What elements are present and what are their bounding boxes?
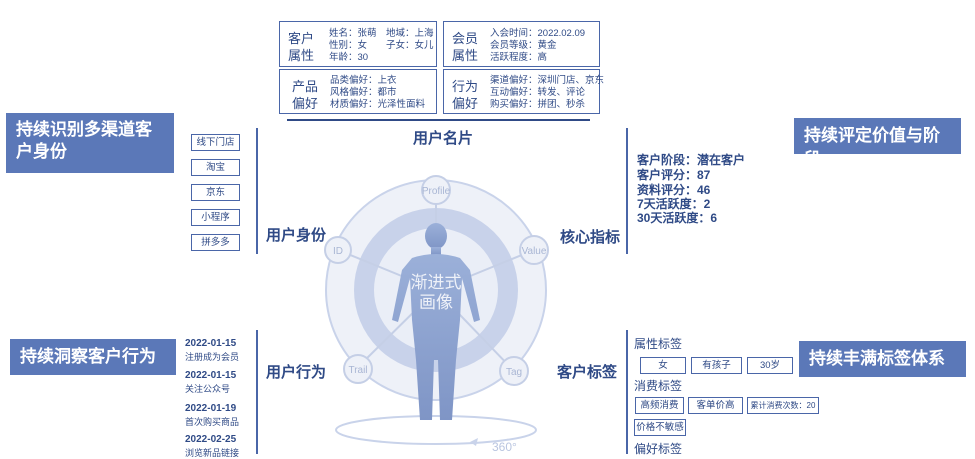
node-id-label: ID	[333, 246, 343, 257]
metric-item: 客户评分：87	[637, 168, 711, 182]
card-label: 行为偏好	[452, 79, 479, 111]
metric-item: 30天活跃度：6	[637, 211, 718, 225]
attr-tag-label: 属性标签	[634, 337, 683, 351]
card-member-attributes: 会员属性 入会时间：2022.02.09 会员等级：黄金 活跃程度：高	[443, 21, 600, 67]
card-title: 用户名片	[413, 130, 474, 147]
card-field-region: 地域：上海	[386, 28, 434, 39]
channel-chip: 拼多多	[191, 234, 240, 251]
card-field-join: 入会时间：2022.02.09	[490, 28, 586, 39]
card-field-material: 材质偏好：光泽性面料	[330, 99, 426, 110]
pref-tag-label: 偏好标签	[634, 442, 683, 456]
rotation-label: 360°	[492, 440, 517, 454]
card-behavior-preference: 行为偏好 渠道偏好：深圳门店、京东 互动偏好：转发、评论 购买偏好：拼团、秒杀	[443, 69, 604, 114]
node-tag-label: Tag	[506, 367, 522, 378]
node-id: ID	[324, 236, 352, 264]
event-desc: 首次购买商品	[185, 417, 240, 427]
consume-tag-chip: 高频消费	[635, 397, 684, 414]
event-desc: 关注公众号	[185, 384, 231, 394]
human-figure-icon	[392, 223, 480, 420]
card-field-name: 姓名：张萌	[329, 28, 377, 39]
event-date: 2022-02-25	[185, 434, 237, 445]
event-desc: 注册成为会员	[185, 352, 240, 362]
event-desc: 浏览新品链接	[185, 448, 240, 458]
identity-title: 用户身份	[266, 227, 327, 244]
node-value-label: Value	[522, 246, 547, 257]
center-label-line1: 渐进式	[411, 273, 462, 292]
card-product-preference: 产品偏好 品类偏好：上衣 风格偏好：都市 材质偏好：光泽性面料	[279, 69, 437, 114]
metrics-divider	[626, 128, 628, 254]
card-label: 产品偏好	[292, 79, 319, 111]
base-ellipse	[335, 415, 537, 445]
behavior-divider	[256, 330, 258, 454]
node-profile-label: Profile	[422, 186, 451, 197]
metric-item: 7天活跃度：2	[637, 197, 711, 211]
metrics-title: 核心指标	[560, 229, 621, 246]
behavior-title: 用户行为	[266, 364, 327, 381]
consume-tag-label: 消费标签	[634, 379, 683, 393]
card-underline	[287, 119, 590, 121]
attr-tag-chip: 女	[640, 357, 686, 374]
event-date: 2022-01-15	[185, 338, 237, 349]
identity-divider	[256, 128, 258, 254]
card-field-age: 年龄：30	[329, 52, 369, 63]
tags-divider	[626, 330, 628, 454]
card-field-interaction: 互动偏好：转发、评论	[490, 87, 586, 98]
banner-value: 持续评定价值与阶段	[794, 118, 961, 169]
card-field-level: 会员等级：黄金	[490, 40, 557, 51]
card-field-children: 子女：女儿	[386, 40, 434, 51]
channel-chip: 小程序	[191, 209, 240, 226]
channel-chip: 淘宝	[191, 159, 240, 176]
banner-tags: 持续丰满标签体系	[799, 341, 966, 377]
node-trail-label: Trail	[348, 365, 367, 376]
card-field-purchase: 购买偏好：拼团、秒杀	[490, 99, 586, 110]
node-trail: Trail	[343, 354, 373, 384]
consume-tag-chip: 价格不敏感	[634, 419, 686, 436]
attr-tag-chip: 有孩子	[691, 357, 742, 374]
banner-identity: 持续识别多渠道客户身份	[6, 113, 174, 173]
rotation-arrow-icon	[470, 438, 478, 446]
node-profile: Profile	[421, 175, 451, 205]
card-field-gender: 性别：女	[329, 40, 368, 51]
channel-chip: 线下门店	[191, 134, 240, 151]
event-date: 2022-01-19	[185, 403, 237, 414]
card-field-style: 风格偏好：都市	[330, 87, 397, 98]
card-field-activity: 活跃程度：高	[490, 52, 548, 63]
channel-chip: 京东	[191, 184, 240, 201]
progressive-profile-graphic: Profile ID Value Trail Tag 360° 渐进式 画像	[324, 175, 549, 454]
node-value: Value	[519, 235, 549, 265]
metric-item: 资料评分：46	[637, 183, 711, 197]
card-field-category: 品类偏好：上衣	[330, 75, 397, 86]
card-label: 客户属性	[288, 31, 315, 63]
center-label-line2: 画像	[419, 293, 453, 312]
consume-tag-chip: 客单价高	[688, 397, 743, 414]
card-customer-attributes: 客户属性 姓名：张萌 地域：上海 性别：女 子女：女儿 年龄：30	[279, 21, 437, 67]
attr-tag-chip: 30岁	[747, 357, 793, 374]
card-field-channel: 渠道偏好：深圳门店、京东	[490, 75, 605, 86]
banner-behavior: 持续洞察客户行为	[10, 339, 176, 375]
node-tag: Tag	[499, 356, 529, 386]
tags-title: 客户标签	[557, 364, 618, 381]
consume-tag-chip: 累计消费次数：20	[747, 397, 819, 414]
event-date: 2022-01-15	[185, 370, 237, 381]
card-label: 会员属性	[452, 31, 479, 63]
metric-item: 客户阶段：潜在客户	[637, 153, 746, 167]
